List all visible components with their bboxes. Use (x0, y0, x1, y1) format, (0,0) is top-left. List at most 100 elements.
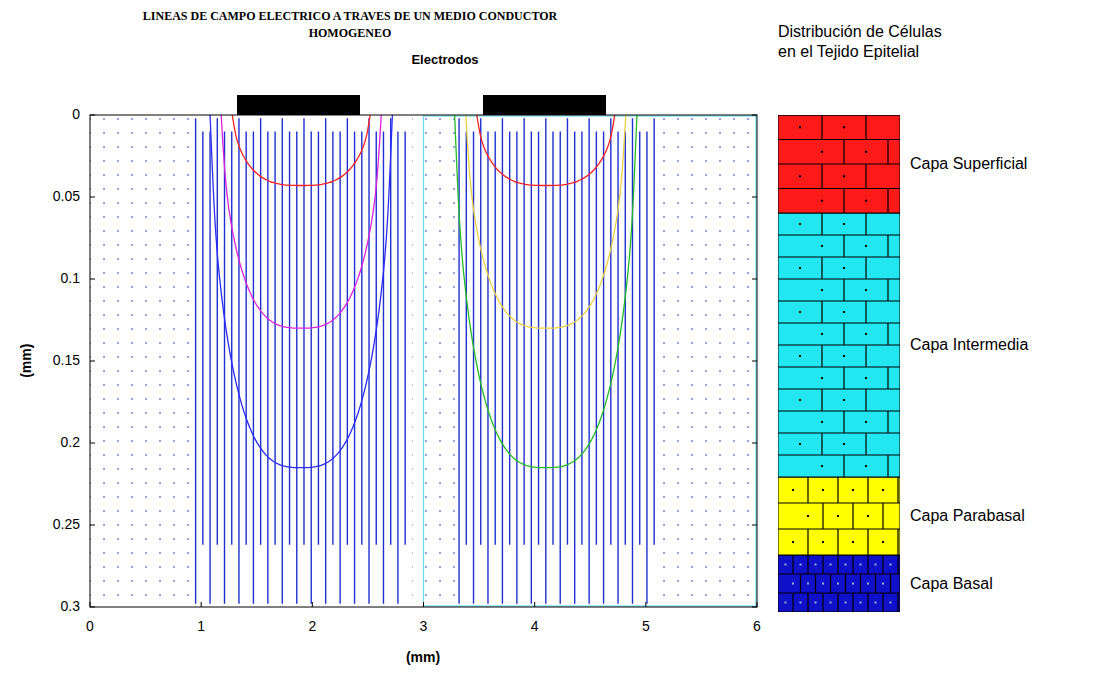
field-line (581, 131, 582, 544)
field-line (639, 131, 640, 544)
field-line (531, 131, 532, 603)
tick-label: 6 (753, 618, 761, 636)
layer-label: Capa Parabasal (910, 507, 1025, 525)
tick-label: 0.2 (61, 434, 80, 452)
field-line (224, 131, 225, 603)
field-line (339, 131, 340, 603)
field-line (574, 131, 575, 603)
field-line (610, 118, 611, 544)
cell-layer (778, 213, 900, 477)
field-line (523, 118, 524, 544)
layer-label: Capa Basal (910, 575, 993, 593)
tick (90, 361, 95, 362)
field-line (267, 131, 268, 603)
field-line (588, 118, 589, 603)
axis-title: (mm) (406, 649, 440, 667)
cell-layer (778, 477, 900, 555)
field-line (209, 131, 210, 603)
tick (90, 443, 95, 444)
tick-label: 1 (197, 618, 205, 636)
layer-label: Capa Superficial (910, 155, 1027, 173)
field-line (480, 118, 481, 544)
equipotential-curve (221, 115, 381, 328)
tick (752, 197, 757, 198)
field-line (596, 131, 597, 544)
equipotential-curve (455, 115, 637, 468)
field-line (538, 131, 539, 544)
field-line (397, 131, 398, 603)
field-line (332, 131, 333, 544)
tick (534, 602, 535, 607)
field-line (560, 131, 561, 603)
field-line (361, 131, 362, 544)
tick-label: 0.15 (53, 352, 80, 370)
field-line (311, 131, 312, 603)
tick (90, 279, 95, 280)
field-line (516, 131, 517, 603)
field-line (245, 131, 246, 544)
field-line (552, 131, 553, 544)
field-line (289, 131, 290, 544)
field-line (238, 118, 239, 603)
field-line (195, 118, 196, 603)
tissue-layer: Capa Intermedia (778, 213, 900, 477)
electrode-label: Electrodos (411, 52, 478, 68)
equipotential-curve (232, 115, 370, 186)
field-line (282, 118, 283, 603)
tick (90, 197, 95, 198)
field-line (390, 118, 391, 544)
tick-label: 5 (642, 618, 650, 636)
field-line (567, 118, 568, 544)
field-line (495, 131, 496, 544)
tick-label: 2 (308, 618, 316, 636)
field-line (202, 131, 203, 544)
panel-heading: Distribución de Células en el Tejido Epi… (778, 22, 963, 62)
tick (90, 602, 91, 607)
axes-frame (90, 115, 757, 607)
equipotential-curve (210, 115, 392, 468)
tick (752, 279, 757, 280)
field-line (383, 131, 384, 603)
tick-label: 3 (420, 618, 428, 636)
field-line (404, 131, 405, 544)
tick (90, 525, 95, 526)
field-line (303, 118, 304, 544)
quiver-field (412, 115, 456, 607)
tick (752, 115, 757, 116)
field-line (260, 118, 261, 544)
field-line (231, 131, 232, 544)
plot-title: LINEAS DE CAMPO ELECTRICO A TRAVES DE UN… (140, 8, 560, 42)
field-line (487, 131, 488, 603)
layer-label: Capa Intermedia (910, 336, 1028, 354)
field-line (354, 131, 355, 603)
tick (752, 525, 757, 526)
quiver-field (90, 115, 190, 607)
tick (752, 607, 757, 608)
tick (312, 602, 313, 607)
region-outline (424, 116, 757, 606)
tissue-layer: Capa Superficial (778, 115, 900, 213)
field-line (217, 118, 218, 544)
tick-label: 0 (86, 618, 94, 636)
axis-title: (mm) (18, 344, 36, 378)
tick (645, 602, 646, 607)
tick-label: 4 (531, 618, 539, 636)
tick-label: 0 (72, 106, 80, 124)
field-line (625, 131, 626, 544)
tick (90, 115, 95, 116)
tick (752, 443, 757, 444)
electrode (237, 95, 360, 115)
field-line (466, 131, 467, 544)
tick-label: 0.1 (61, 270, 80, 288)
field-line (325, 118, 326, 603)
tick (201, 602, 202, 607)
tick (752, 361, 757, 362)
field-line (509, 131, 510, 544)
tissue-layer: Capa Parabasal (778, 477, 900, 555)
tissue-layer: Capa Basal (778, 555, 900, 612)
field-line (368, 118, 369, 603)
field-line (253, 131, 254, 603)
field-line (296, 131, 297, 603)
field-line (653, 118, 654, 544)
